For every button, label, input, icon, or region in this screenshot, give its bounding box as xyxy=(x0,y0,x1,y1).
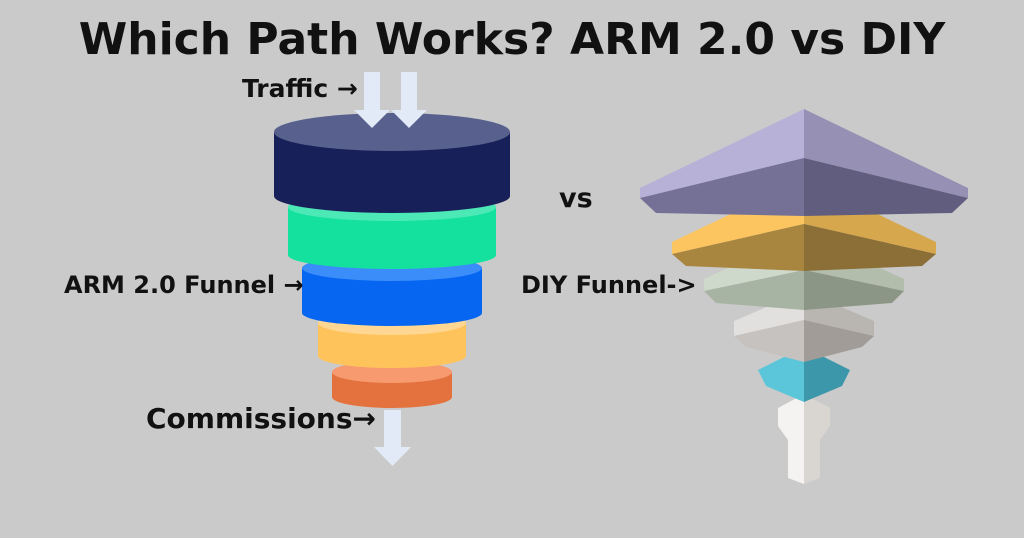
commissions-arrow-icon xyxy=(374,410,411,466)
diy-funnel-tier-5 xyxy=(758,347,850,402)
arm-funnel-label: ARM 2.0 Funnel → xyxy=(64,271,304,299)
diy-funnel xyxy=(640,109,968,484)
traffic-arrows-icon xyxy=(354,72,427,128)
vs-label: vs xyxy=(559,183,593,214)
commissions-label: Commissions→ xyxy=(146,402,376,435)
arm-funnel xyxy=(274,113,510,408)
page-title: Which Path Works? ARM 2.0 vs DIY xyxy=(78,14,946,65)
arm-funnel-tier-5 xyxy=(332,361,452,408)
diy-funnel-tier-1 xyxy=(640,109,968,216)
arm-funnel-tier-1 xyxy=(274,113,510,213)
diy-funnel-tier-6 xyxy=(778,394,830,484)
traffic-label: Traffic → xyxy=(242,74,358,103)
diy-funnel-label: DIY Funnel-> xyxy=(521,271,697,299)
